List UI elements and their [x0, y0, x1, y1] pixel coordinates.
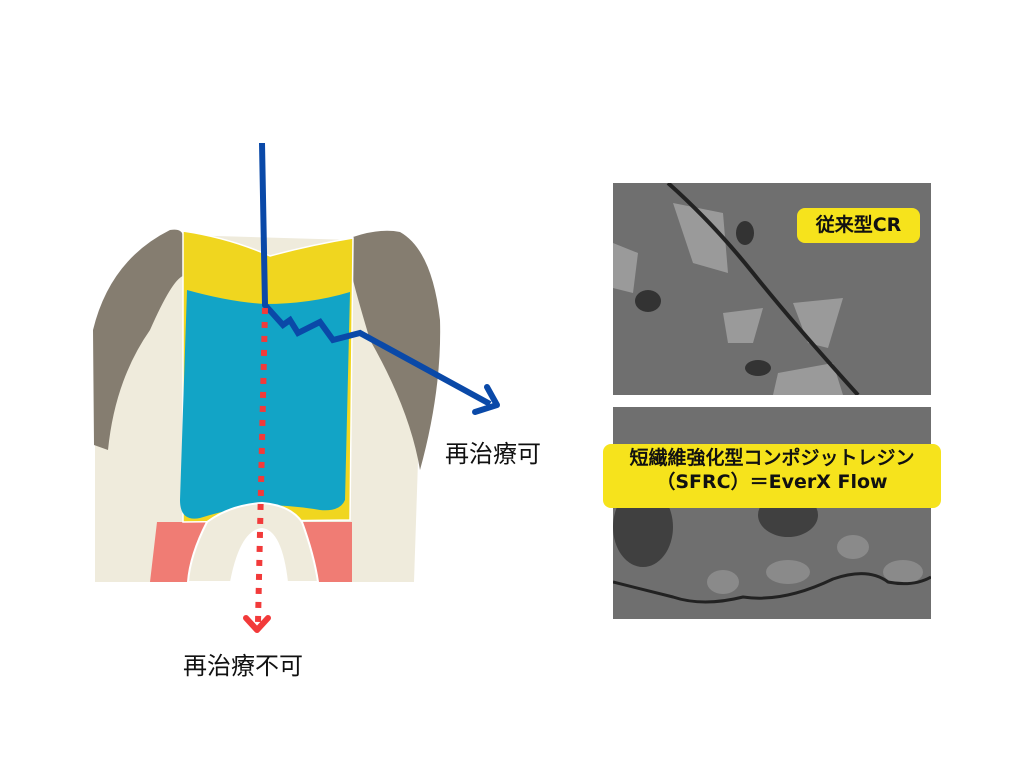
label-not-retreatable: 再治療不可 — [183, 652, 303, 680]
micrograph-conventional-cr: 従来型CR — [613, 183, 931, 395]
arrow-head-blue-icon — [472, 384, 500, 415]
tag-sfrc: 短繊維強化型コンポジットレジン （SFRC）＝EverX Flow — [603, 444, 941, 508]
micrograph-texture — [613, 183, 860, 395]
tag-sfrc-line2: （SFRC）＝EverX Flow — [656, 470, 888, 493]
gum-left — [150, 522, 207, 582]
gum-right — [302, 522, 352, 582]
crack-path-blue — [259, 142, 492, 407]
arrow-head-red-icon — [243, 615, 271, 633]
micrograph-texture — [613, 487, 931, 604]
enamel-left — [93, 229, 183, 450]
tag-sfrc-line1: 短繊維強化型コンポジットレジン — [629, 447, 915, 469]
label-retreatable: 再治療可 — [445, 440, 541, 468]
tag-conventional-cr: 従来型CR — [797, 208, 920, 243]
micrograph-sfrc — [613, 407, 931, 619]
pulp — [230, 528, 288, 582]
crack-path-red — [255, 307, 268, 623]
restoration — [180, 290, 350, 519]
